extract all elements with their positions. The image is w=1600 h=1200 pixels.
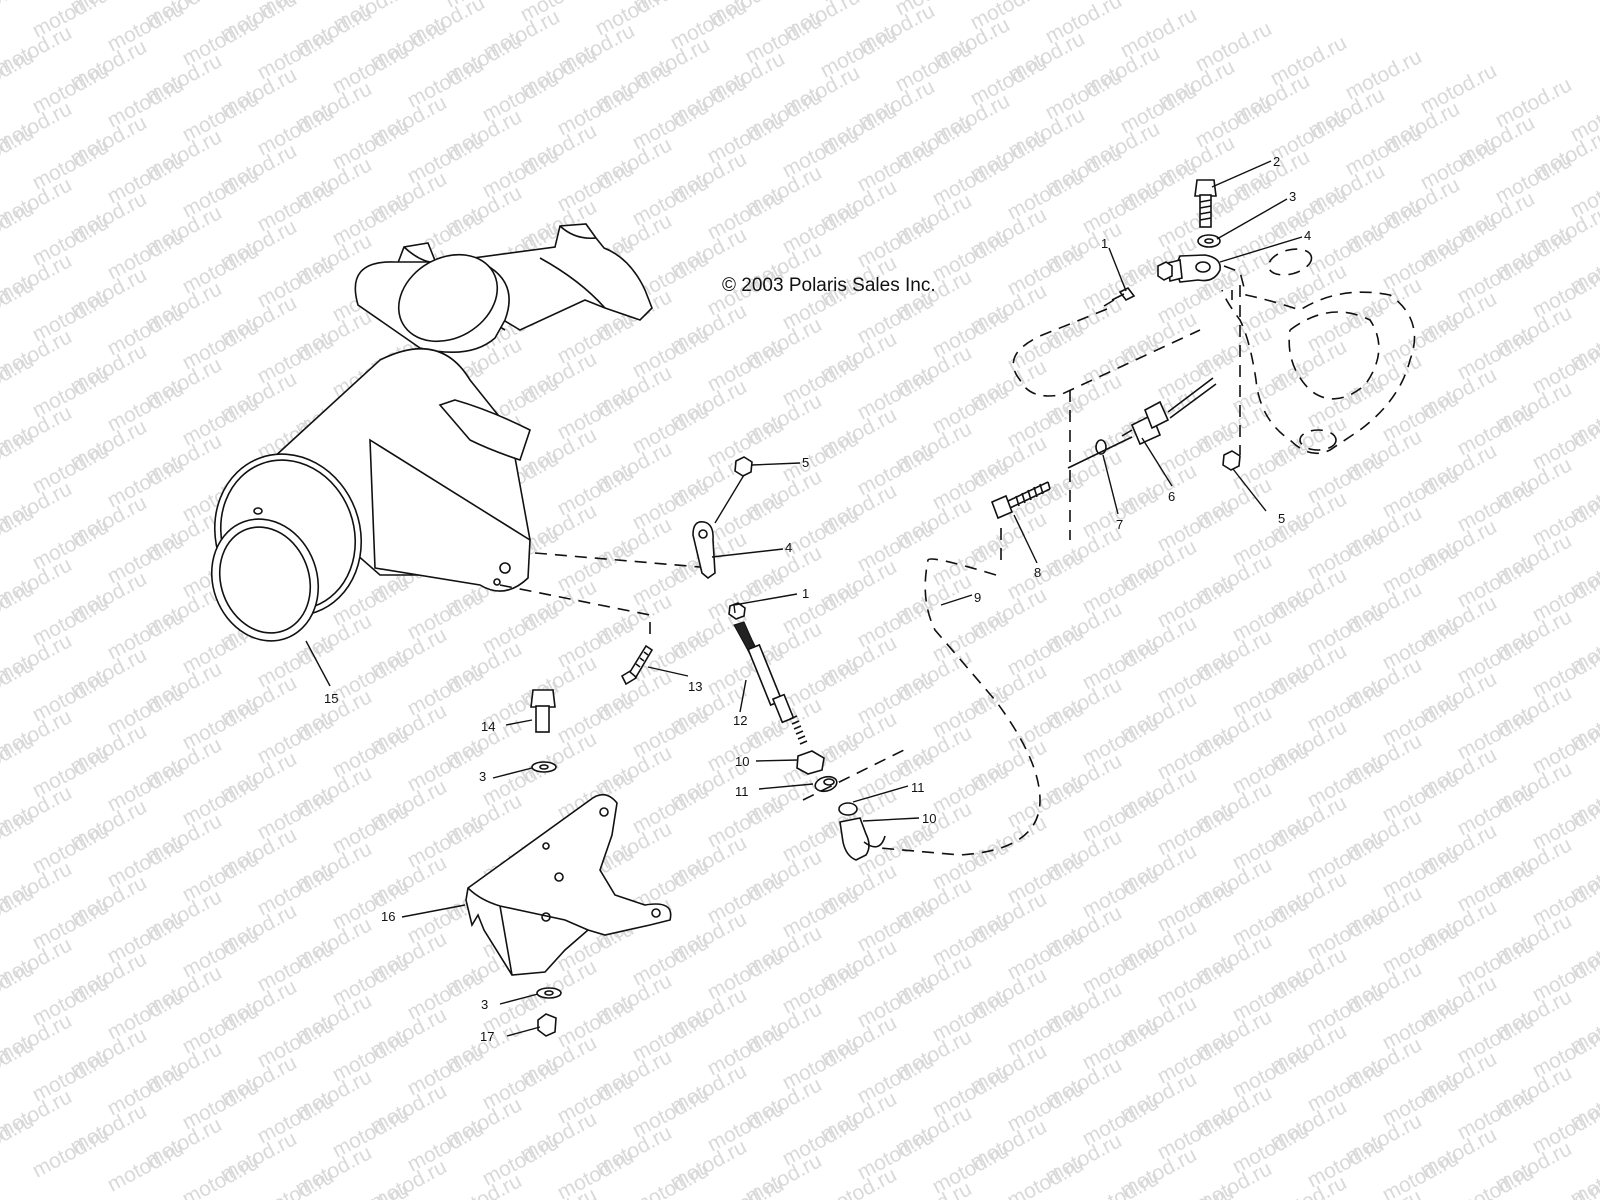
cable-loop-upper <box>1012 308 1201 397</box>
callout-3: 3 <box>1289 189 1296 204</box>
cable-housing-6 <box>1121 377 1217 446</box>
washer-3-upper <box>531 761 557 773</box>
cable-end-lower <box>838 802 886 861</box>
watermark-text: motod.ru <box>104 1137 188 1196</box>
watermark-text: motod.ru <box>1154 1181 1238 1200</box>
nut-top <box>1157 261 1173 281</box>
callout-10: 10 <box>922 811 936 826</box>
callout-12: 12 <box>733 713 747 728</box>
callout-4: 4 <box>1304 228 1311 243</box>
watermark-text: motod.ru <box>554 1145 638 1200</box>
callout-11: 11 <box>735 784 749 799</box>
callout-7: 7 <box>1116 517 1123 532</box>
jam-nut-1-center <box>728 602 746 620</box>
bolt-14 <box>530 689 556 733</box>
leader-lines <box>305 160 1303 1037</box>
bracket <box>465 793 672 976</box>
rod-end-4-center <box>692 520 716 580</box>
callout-16: 16 <box>381 909 395 924</box>
callout-15: 15 <box>324 691 338 706</box>
callout-4: 4 <box>785 540 792 555</box>
watermark-text: motod.ru <box>179 1151 263 1200</box>
watermark-text: motod.ru <box>1379 1147 1463 1200</box>
washer-3-lower <box>536 987 562 999</box>
callout-8: 8 <box>1034 565 1041 580</box>
rod-end-4-top <box>1167 254 1222 283</box>
callout-17: 17 <box>480 1029 494 1044</box>
callout-1: 1 <box>802 586 809 601</box>
bolt-2 <box>1194 179 1217 228</box>
bolt-13 <box>620 644 654 686</box>
callout-2: 2 <box>1273 154 1280 169</box>
watermark-text: motod.ru <box>1079 1167 1163 1200</box>
callout-5: 5 <box>1278 511 1285 526</box>
callout-10: 10 <box>735 754 749 769</box>
callout-13: 13 <box>688 679 702 694</box>
cable-adjuster-8 <box>990 481 1051 520</box>
callout-11: 11 <box>911 780 925 795</box>
watermark-text: motod.ru <box>29 1123 113 1182</box>
callout-5: 5 <box>802 455 809 470</box>
nut-17 <box>537 1013 557 1037</box>
watermark-text: motod.ru <box>329 1179 413 1200</box>
callout-9: 9 <box>974 590 981 605</box>
callout-6: 6 <box>1168 489 1175 504</box>
watermark-text: motod.ru <box>254 1165 338 1200</box>
washer-3-top <box>1197 234 1221 248</box>
steering-post-assembly <box>210 223 653 642</box>
copyright-notice: © 2003 Polaris Sales Inc. <box>722 275 936 296</box>
watermark-text: motod.ru <box>1454 1161 1538 1200</box>
cable-9 <box>879 558 1041 856</box>
callout-3: 3 <box>479 769 486 784</box>
nut-10-lower <box>796 750 825 775</box>
pitman-arm <box>1221 248 1416 455</box>
connector-post-rod <box>534 552 701 568</box>
nut-5-right <box>1222 450 1241 471</box>
callout-14: 14 <box>481 719 495 734</box>
watermark-text: motod.ru <box>1004 1153 1088 1200</box>
callouts: 2 3 4 1 5 4 1 5 6 7 8 9 13 12 15 14 3 10… <box>324 154 1311 1044</box>
nut-5-center <box>734 456 753 477</box>
tie-rod-12 <box>733 621 808 745</box>
watermark-text: motod.ru <box>629 1159 713 1200</box>
callout-1: 1 <box>1101 236 1108 251</box>
callout-3: 3 <box>481 997 488 1012</box>
